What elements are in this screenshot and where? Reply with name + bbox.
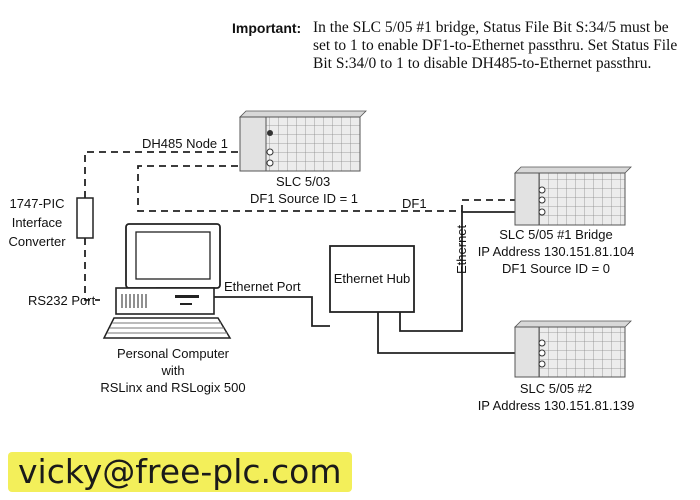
- df1-cable: [137, 165, 540, 212]
- personal-computer: [102, 223, 232, 339]
- watermark-banner: vicky@free-plc.com: [8, 452, 352, 492]
- ethernet-port-label: Ethernet Port: [224, 279, 301, 294]
- rs232-port-label: RS232 Port: [28, 293, 96, 308]
- rs232-cable: [84, 238, 100, 301]
- pc-label-line2: with: [161, 363, 185, 378]
- bridge-source-label: DF1 Source ID = 0: [501, 261, 611, 276]
- slc2-info: SLC 5/05 #2 IP Address 130.151.81.139: [466, 380, 646, 414]
- bridge-name-label: SLC 5/05 #1 Bridge: [499, 227, 613, 242]
- bridge-info: SLC 5/05 #1 Bridge IP Address 130.151.81…: [466, 226, 646, 277]
- dh485-node-label: DH485 Node 1: [142, 136, 228, 151]
- slc503-source-label: DF1 Source ID = 1: [250, 191, 359, 206]
- important-text: In the SLC 5/05 #1 bridge, Status File B…: [313, 19, 678, 72]
- important-label: Important:: [232, 20, 302, 36]
- pc-label-line3: RSLinx and RSLogix 500: [100, 380, 246, 395]
- dh485-cable: [84, 151, 260, 198]
- pc-hub-cable: [212, 296, 330, 327]
- pic-converter-label: 1747-PIC Interface Converter: [8, 196, 66, 249]
- hub-bridge-cable: [399, 211, 540, 332]
- ethernet-hub-label: Ethernet Hub: [333, 271, 411, 286]
- bridge-rack: [514, 166, 632, 226]
- bridge-ip-label: IP Address 130.151.81.104: [477, 244, 635, 259]
- pc-info: Personal Computer with RSLinx and RSLogi…: [98, 345, 248, 396]
- pic-converter-box: [76, 197, 94, 239]
- slc503-rack: [239, 110, 367, 172]
- df1-label: DF1: [402, 196, 427, 211]
- slc503-name-label: SLC 5/03: [276, 174, 331, 189]
- pc-label-line1: Personal Computer: [117, 346, 229, 361]
- slc2-ip-label: IP Address 130.151.81.139: [477, 398, 635, 413]
- slc2-rack: [514, 320, 632, 378]
- ethernet-hub-box: [329, 245, 415, 313]
- slc2-name-label: SLC 5/05 #2: [519, 381, 593, 396]
- hub-slc2-cable: [377, 312, 540, 354]
